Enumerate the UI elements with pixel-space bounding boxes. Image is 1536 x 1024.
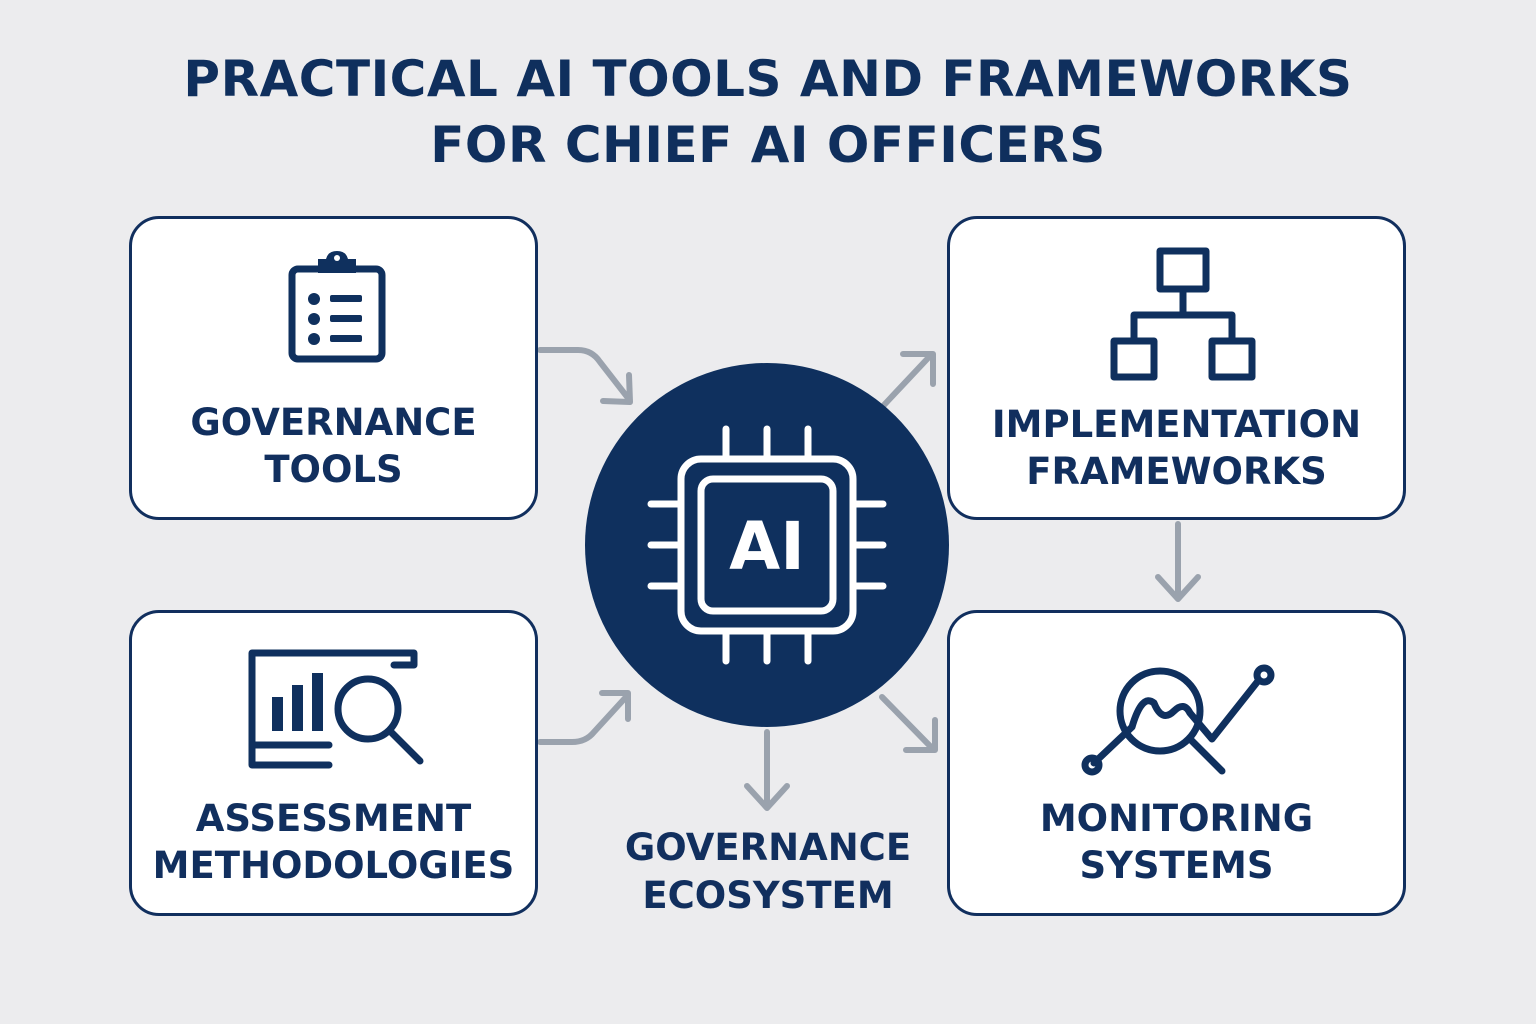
- card-monitoring-systems-line-2: SYSTEMS: [1079, 844, 1274, 887]
- hierarchy-icon: [1110, 247, 1256, 381]
- arrow-hub-to-ecosystem: [744, 729, 790, 811]
- arrow-hub-to-implementation: [881, 351, 936, 408]
- card-assessment-methodologies-label: ASSESSMENT METHODOLOGIES: [132, 795, 535, 889]
- ai-hub-label: AI: [729, 508, 805, 585]
- card-assessment-methodologies-line-2: METHODOLOGIES: [152, 844, 515, 887]
- title-line-1: PRACTICAL AI TOOLS AND FRAMEWORKS: [183, 50, 1353, 108]
- card-governance-tools-label: GOVERNANCE TOOLS: [132, 399, 535, 493]
- arrow-implementation-to-monitoring: [1155, 521, 1201, 602]
- arrow-assessment-to-hub: [537, 690, 631, 745]
- title-line-2: FOR CHIEF AI OFFICERS: [430, 116, 1106, 174]
- card-assessment-methodologies[interactable]: ASSESSMENT METHODOLOGIES: [129, 610, 538, 916]
- card-implementation-frameworks[interactable]: IMPLEMENTATION FRAMEWORKS: [947, 216, 1406, 520]
- card-monitoring-systems-line-1: MONITORING: [1039, 797, 1314, 840]
- arrow-hub-to-monitoring: [879, 694, 938, 753]
- chip-icon: AI: [647, 425, 887, 665]
- card-monitoring-systems[interactable]: MONITORING SYSTEMS: [947, 610, 1406, 916]
- card-implementation-frameworks-label: IMPLEMENTATION FRAMEWORKS: [950, 401, 1403, 495]
- magnifier-trend-icon: [1081, 664, 1275, 776]
- governance-ecosystem-line-2: ECOSYSTEM: [642, 874, 894, 917]
- governance-ecosystem-line-1: GOVERNANCE: [624, 826, 912, 869]
- card-assessment-methodologies-line-1: ASSESSMENT: [195, 797, 472, 840]
- governance-ecosystem-label: GOVERNANCE ECOSYSTEM: [580, 824, 956, 920]
- card-governance-tools-line-2: TOOLS: [264, 448, 403, 491]
- clipboard-checklist-icon: [288, 251, 386, 363]
- card-monitoring-systems-label: MONITORING SYSTEMS: [950, 795, 1403, 889]
- monitor-chart-magnifier-icon: [248, 649, 424, 769]
- card-implementation-frameworks-line-2: FRAMEWORKS: [1026, 450, 1327, 493]
- ai-hub[interactable]: AI: [585, 363, 949, 727]
- arrow-governance-to-hub: [537, 347, 633, 405]
- card-governance-tools-line-1: GOVERNANCE: [190, 401, 477, 444]
- page-title: PRACTICAL AI TOOLS AND FRAMEWORKS FOR CH…: [0, 46, 1536, 178]
- card-implementation-frameworks-line-1: IMPLEMENTATION: [991, 403, 1362, 446]
- card-governance-tools[interactable]: GOVERNANCE TOOLS: [129, 216, 538, 520]
